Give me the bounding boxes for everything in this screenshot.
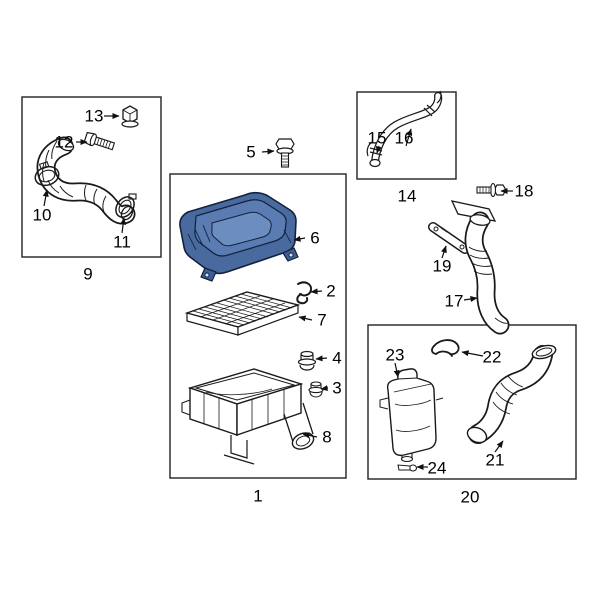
part-7-filter-element xyxy=(184,291,301,336)
part-13-nut xyxy=(121,105,139,128)
part-16-hose-clamp xyxy=(423,90,442,117)
part-8-lower-housing xyxy=(181,368,315,465)
callout-20: 20 xyxy=(460,487,480,507)
callout-1: 1 xyxy=(253,486,263,506)
callout-21: 21 xyxy=(485,450,505,470)
part-19-bracket xyxy=(428,222,470,254)
callout-12: 12 xyxy=(54,132,74,152)
part-11-hose-clamp xyxy=(115,193,137,218)
callout-16: 16 xyxy=(394,128,414,148)
callout-4: 4 xyxy=(332,348,342,368)
part-17-air-duct xyxy=(450,200,510,335)
callout-23: 23 xyxy=(385,345,405,365)
callout-2: 2 xyxy=(326,281,336,301)
callout-7: 7 xyxy=(317,310,327,330)
callout-19: 19 xyxy=(432,256,452,276)
group-box-1 xyxy=(169,173,347,479)
callout-18: 18 xyxy=(514,181,534,201)
part-9-intake-hose xyxy=(36,136,136,225)
callout-24: 24 xyxy=(427,458,447,478)
part-3-grommet xyxy=(308,381,324,398)
group-box-9 xyxy=(21,96,162,258)
part-5-bolt xyxy=(275,138,295,168)
callout-6: 6 xyxy=(310,228,320,248)
callout-11: 11 xyxy=(113,232,131,252)
callout-13: 13 xyxy=(84,106,104,126)
callout-5: 5 xyxy=(246,142,256,162)
part-6-air-cleaner-cover xyxy=(179,191,299,282)
callout-3: 3 xyxy=(332,378,342,398)
part-22-clip xyxy=(431,339,460,357)
callout-15: 15 xyxy=(367,128,387,148)
group-box-14 xyxy=(356,91,457,180)
part-23-resonator xyxy=(379,368,444,463)
group-boxes xyxy=(21,91,577,480)
part-14-breather-hose xyxy=(366,90,443,168)
part-12-bolt xyxy=(83,131,116,151)
callout-17: 17 xyxy=(444,291,464,311)
part-4-grommet xyxy=(297,350,317,371)
callout-10: 10 xyxy=(32,205,52,225)
part-10-hose-clamp xyxy=(34,161,60,187)
leader-arrows xyxy=(42,113,513,470)
part-21-air-duct xyxy=(466,344,557,444)
part-18-bolt xyxy=(476,182,507,198)
group-box-20 xyxy=(367,324,577,480)
callout-8: 8 xyxy=(322,427,332,447)
callout-9: 9 xyxy=(83,264,93,284)
part-2-clip xyxy=(296,281,313,305)
callout-22: 22 xyxy=(482,347,502,367)
part-24-screw xyxy=(397,464,418,472)
callout-14: 14 xyxy=(397,186,417,206)
